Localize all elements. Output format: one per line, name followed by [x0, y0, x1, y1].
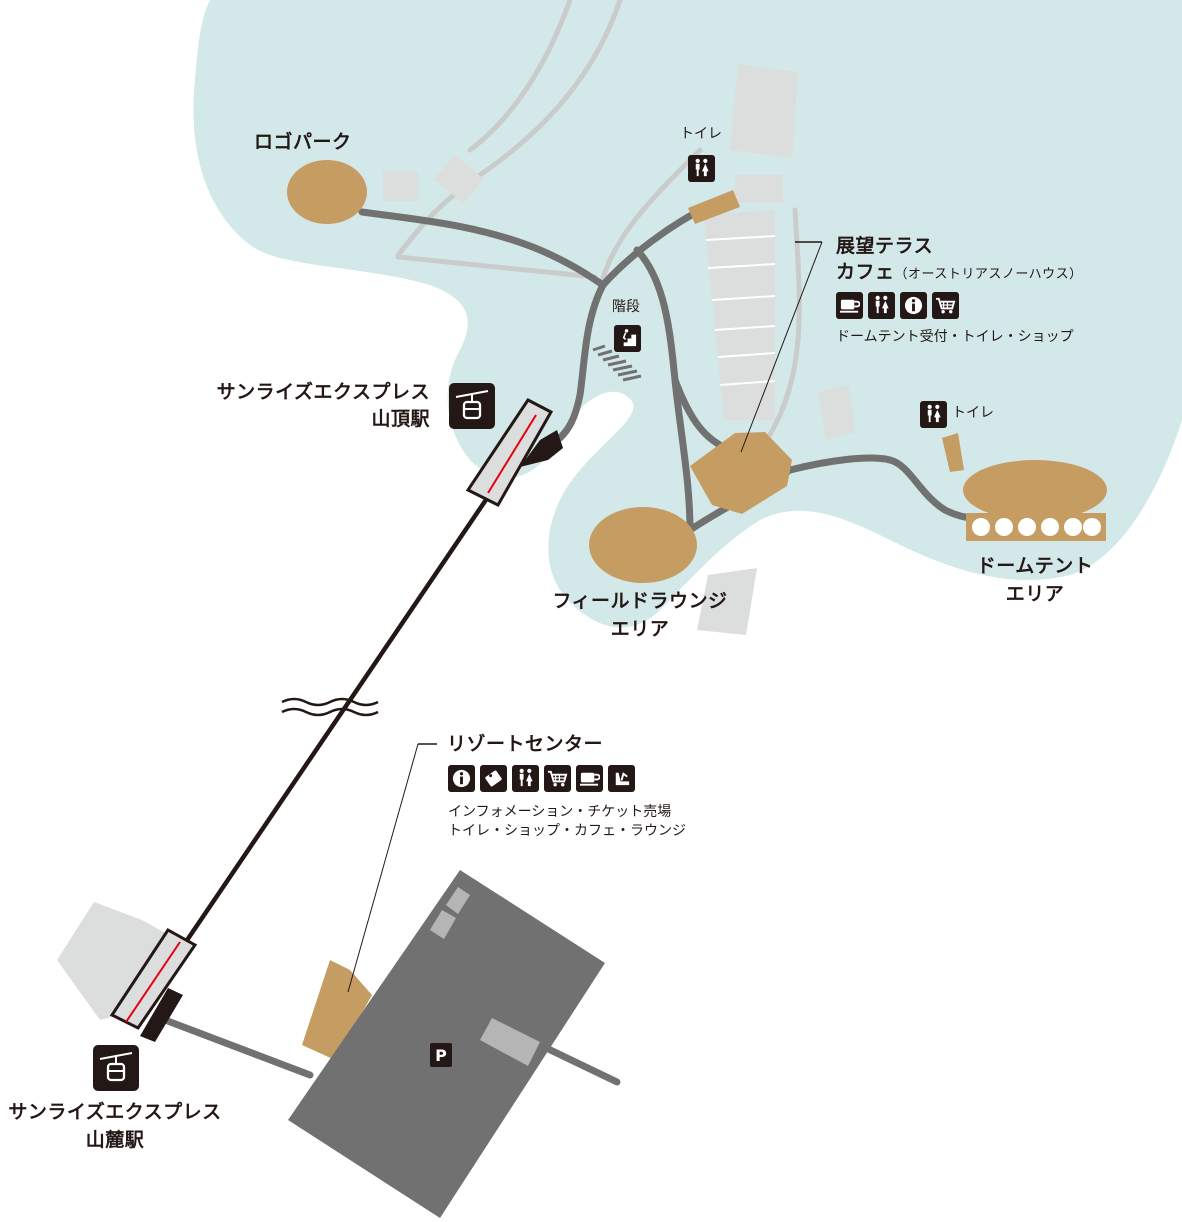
- field-lounge-line2: エリア: [610, 618, 670, 640]
- summit-station-line1: サンライズエクスプレス: [216, 381, 430, 403]
- resort-center-title: リゾートセンター: [447, 733, 604, 755]
- resort-leader-line: [347, 743, 419, 993]
- parking-buildings: [430, 887, 540, 1066]
- terrace-cafe-line2: カフェ（オーストリアスノーハウス）: [836, 259, 1083, 288]
- toilet-icon: [512, 765, 539, 792]
- dome-area-label: ドームテント エリア: [960, 552, 1110, 608]
- ticket-icon: [480, 765, 507, 792]
- cafe-icon: [836, 292, 863, 319]
- field-lounge-label: フィールドラウンジ エリア: [530, 587, 750, 643]
- dome-area-line2: エリア: [1005, 583, 1065, 605]
- terrace-cafe-title: 展望テラス カフェ（オーストリアスノーハウス）: [836, 233, 1083, 288]
- cafe-icon: [576, 765, 603, 792]
- buildings: [57, 64, 856, 1020]
- info-icon: [900, 292, 927, 319]
- summit-plateau: [193, 0, 1182, 628]
- shop-icon: [544, 765, 571, 792]
- dome-area-line1: ドームテント: [976, 555, 1094, 577]
- terrace-cafe-note: （オーストリアスノーハウス）: [894, 267, 1083, 282]
- resort-icons: [448, 765, 635, 792]
- brown-areas: [287, 160, 1107, 1060]
- gondola-summit-icon: [449, 383, 495, 429]
- info-icon: [448, 765, 475, 792]
- gondola-base-icon: [93, 1045, 139, 1091]
- summit-station-line2: 山頂駅: [371, 408, 430, 430]
- building-lines: [705, 235, 776, 386]
- toilet-icon: [868, 292, 895, 319]
- terrace-cafe-line1: 展望テラス: [836, 235, 934, 257]
- summit-station: [465, 398, 563, 507]
- dome-tents: [972, 518, 1101, 536]
- toilet-right-label: トイレ: [952, 405, 994, 421]
- terrace-cafe-name: カフェ: [836, 261, 895, 283]
- field-lounge-line1: フィールドラウンジ: [552, 590, 728, 612]
- base-station-line1: サンライズエクスプレス: [8, 1101, 222, 1123]
- toilet-top-icon: [688, 155, 715, 182]
- base-station: [109, 928, 198, 1042]
- summit-station-label: サンライズエクスプレス 山頂駅: [180, 379, 430, 433]
- base-station-line2: 山麓駅: [85, 1129, 145, 1151]
- resort-desc-line2: トイレ・ショップ・カフェ・ラウンジ: [448, 823, 686, 839]
- resort-desc-line1: インフォメーション・チケット売場: [448, 804, 672, 820]
- stairs-steps: [592, 344, 642, 382]
- parking-sign-label: P: [435, 1046, 447, 1065]
- resort-desc: インフォメーション・チケット売場 トイレ・ショップ・カフェ・ラウンジ: [448, 803, 686, 841]
- terrace-desc: ドームテント受付・トイレ・ショップ: [836, 329, 1074, 345]
- shop-icon: [932, 292, 959, 319]
- terrace-icons: [836, 292, 959, 319]
- base-station-label: サンライズエクスプレス 山麓駅: [0, 1098, 230, 1154]
- stairs-icon: [614, 325, 641, 352]
- toilet-top-label: トイレ: [680, 126, 722, 142]
- terrace-leader-line: [740, 241, 823, 453]
- toilet-right-icon: [920, 401, 947, 428]
- parking-sign: [430, 1043, 452, 1067]
- ropeway: [158, 483, 498, 982]
- logo-park-label: ロゴパーク: [254, 131, 352, 153]
- lounge-icon: [608, 765, 635, 792]
- stairs-label: 階段: [612, 299, 640, 315]
- walking-paths: [161, 201, 979, 1086]
